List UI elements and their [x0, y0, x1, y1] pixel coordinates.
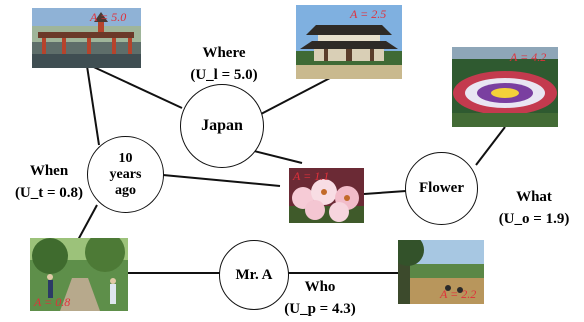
who-weight: (U_p = 4.3): [284, 301, 356, 317]
edge-torii-years: [86, 65, 100, 146]
lilies-photo: A = 1.1: [289, 168, 364, 223]
where-label: Where (U_l = 5.0): [168, 42, 280, 86]
lilies-score: A = 1.1: [293, 169, 330, 183]
years-line-3: ago: [114, 182, 136, 198]
what-category: What: [516, 189, 552, 205]
field-score: A = 2.2: [440, 287, 477, 301]
torii-shrine-photo: A = 5.0: [32, 8, 141, 68]
years-line-2: years: [109, 166, 142, 182]
node-flower-label: Flower: [419, 180, 464, 196]
torii-score: A = 5.0: [90, 10, 127, 24]
park-image: [30, 238, 128, 311]
when-category: When: [29, 163, 69, 179]
node-10-years-ago-label: 10 years ago: [110, 151, 142, 199]
edge-torii-japan: [84, 62, 183, 109]
who-label: Who (U_p = 4.3): [268, 276, 372, 320]
node-10-years-ago: 10 years ago: [87, 136, 164, 213]
what-label: What (U_o = 1.9): [484, 186, 584, 230]
temple-score: A = 2.5: [350, 7, 387, 21]
edge-temple-japan: [260, 77, 331, 115]
what-weight: (U_o = 1.9): [498, 211, 570, 227]
field-photo: A = 2.2: [398, 240, 484, 304]
temple-image: [296, 5, 402, 79]
years-line-1: 10: [118, 150, 133, 166]
when-weight: (U_t = 0.8): [14, 185, 84, 201]
edge-lilies-flower: [363, 190, 407, 195]
node-mr-a-label: Mr. A: [235, 266, 273, 283]
field-image: [398, 240, 484, 304]
node-mr-a: Mr. A: [219, 240, 289, 310]
node-japan-label: Japan: [201, 117, 243, 134]
edge-japan-lilies: [249, 149, 303, 164]
node-japan: Japan: [180, 84, 264, 168]
edge-years-park: [77, 204, 98, 241]
where-weight: (U_l = 5.0): [190, 67, 258, 83]
node-flower: Flower: [405, 152, 478, 225]
edge-years-lilies: [162, 174, 281, 187]
lilies-image: [289, 168, 364, 223]
who-category: Who: [304, 279, 336, 295]
park-score: A = 0.8: [34, 295, 71, 309]
when-label: When (U_t = 0.8): [0, 160, 98, 204]
temple-photo: A = 2.5: [296, 5, 402, 79]
flower-field-image: [452, 47, 558, 127]
where-category: Where: [202, 45, 246, 61]
torii-shrine-image: [32, 8, 141, 68]
park-photo: A = 0.8: [30, 238, 128, 311]
flower-field-score: A = 4.2: [510, 50, 547, 64]
flower-field-photo: A = 4.2: [452, 47, 558, 127]
edge-flower-flowerfield: [475, 126, 506, 166]
